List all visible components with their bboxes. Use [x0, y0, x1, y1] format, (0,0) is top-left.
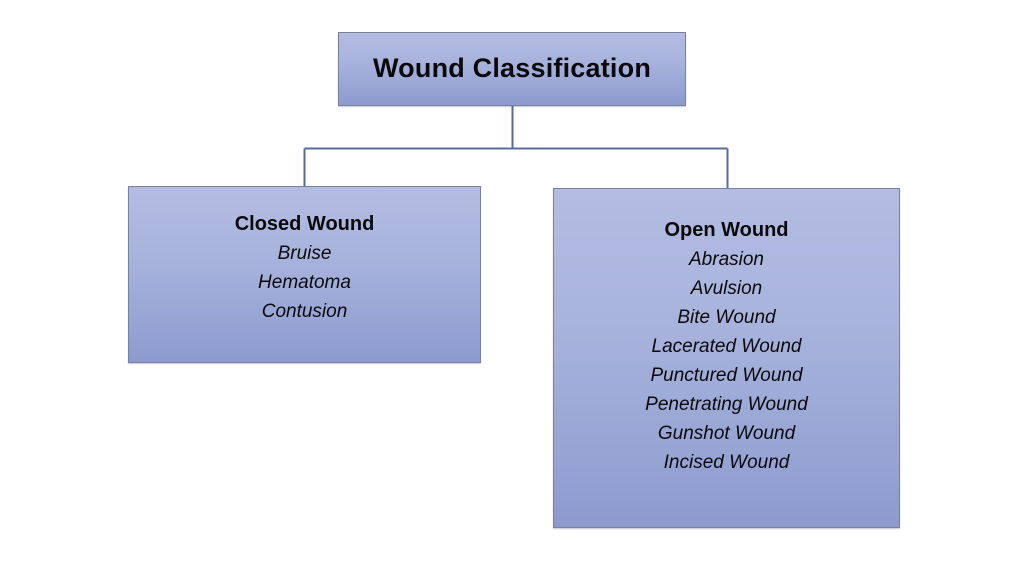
- list-item: Hematoma: [258, 272, 351, 293]
- node-root-wound-classification: Wound Classification: [338, 32, 686, 106]
- list-item: Lacerated Wound: [651, 336, 802, 357]
- list-item: Gunshot Wound: [657, 423, 796, 444]
- list-item: Abrasion: [689, 249, 764, 270]
- open-wound-heading: Open Wound: [664, 219, 789, 241]
- list-item: Incised Wound: [663, 452, 790, 473]
- list-item: Punctured Wound: [650, 365, 803, 386]
- closed-wound-heading: Closed Wound: [234, 213, 375, 235]
- list-item: Contusion: [261, 301, 348, 322]
- list-item: Penetrating Wound: [645, 394, 808, 415]
- list-item: Bite Wound: [677, 307, 776, 328]
- closed-wound-item-list: Bruise Hematoma Contusion: [129, 239, 480, 326]
- open-wound-item-list: Abrasion Avulsion Bite Wound Lacerated W…: [554, 245, 899, 477]
- node-open-wound: Open Wound Abrasion Avulsion Bite Wound …: [553, 188, 900, 528]
- node-closed-wound: Closed Wound Bruise Hematoma Contusion: [128, 186, 481, 363]
- list-item: Bruise: [277, 243, 332, 264]
- root-title: Wound Classification: [372, 53, 652, 84]
- list-item: Avulsion: [690, 278, 763, 299]
